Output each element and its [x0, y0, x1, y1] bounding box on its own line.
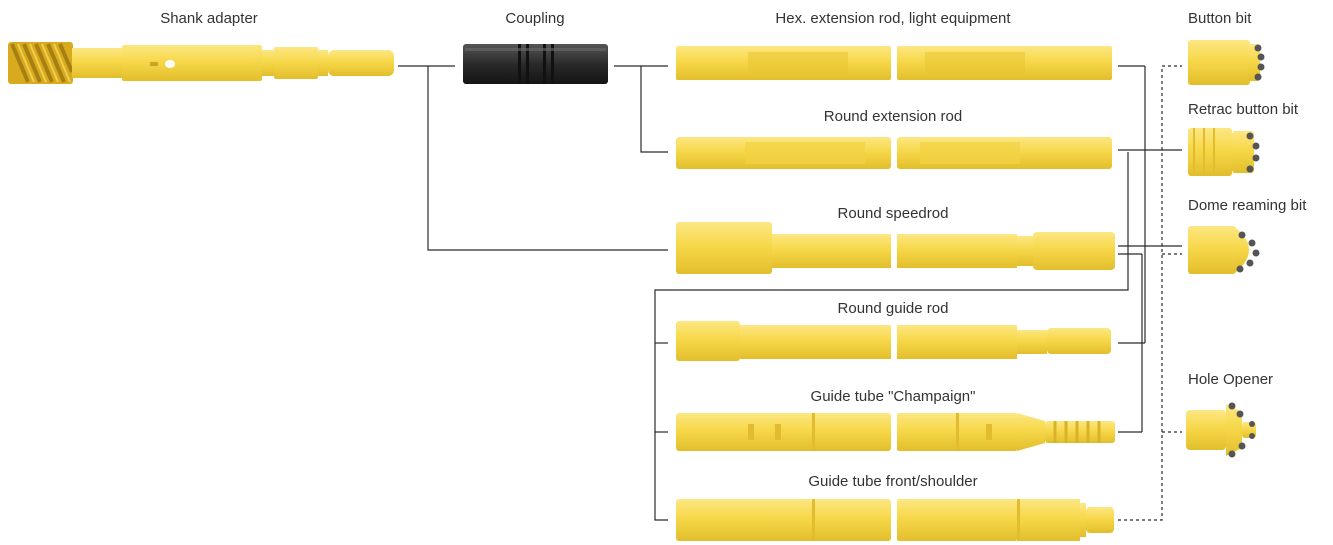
- label-hex-extension-rod: Hex. extension rod, light equipment: [775, 10, 1011, 27]
- label-hole-opener: Hole Opener: [1188, 371, 1273, 388]
- round-extension-rod: [676, 137, 1112, 169]
- label-coupling: Coupling: [505, 10, 564, 27]
- label-guide-tube-champaign: Guide tube "Champaign": [811, 388, 976, 405]
- label-round-extension-rod: Round extension rod: [824, 108, 962, 125]
- guide-tube-front-shoulder: [676, 499, 1114, 541]
- coupling: [463, 44, 608, 84]
- hex-extension-rod: [676, 46, 1112, 80]
- connector-lines: [398, 65, 1182, 521]
- round-guide-rod: [676, 321, 1111, 361]
- hole-opener: [1186, 402, 1256, 458]
- label-guide-tube-front-shoulder: Guide tube front/shoulder: [808, 473, 977, 490]
- guide-tube-champaign: [676, 413, 1115, 451]
- retrac-button-bit: [1188, 128, 1260, 176]
- label-shank-adapter: Shank adapter: [160, 10, 258, 27]
- label-retrac-button-bit: Retrac button bit: [1188, 101, 1299, 118]
- label-dome-reaming-bit: Dome reaming bit: [1188, 197, 1307, 214]
- round-speedrod: [676, 222, 1115, 274]
- label-round-guide-rod: Round guide rod: [838, 300, 949, 317]
- dome-reaming-bit: [1188, 226, 1260, 274]
- label-button-bit: Button bit: [1188, 10, 1252, 27]
- shank-adapter: [8, 42, 394, 84]
- label-round-speedrod: Round speedrod: [838, 205, 949, 222]
- button-bit: [1188, 40, 1265, 85]
